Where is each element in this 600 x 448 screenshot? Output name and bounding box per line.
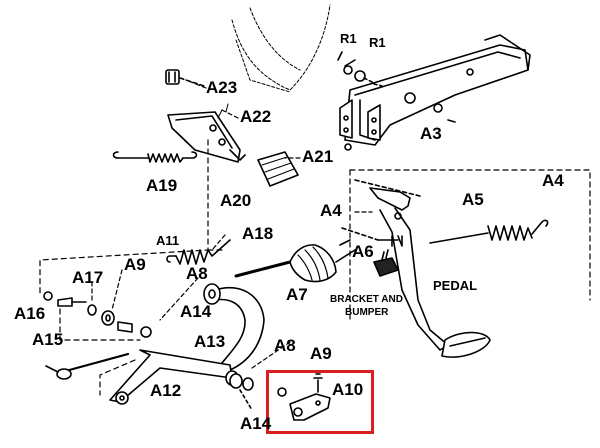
r1-pins <box>337 51 383 87</box>
dashed-guide-lines <box>39 139 591 396</box>
label-a13: A13 <box>194 332 226 351</box>
label-r1-right: R1 <box>369 35 386 50</box>
a15-rod-part <box>45 352 130 380</box>
a21-bumper-part <box>257 151 299 187</box>
pedal-support-bracket <box>339 34 531 151</box>
label-a22: A22 <box>240 107 272 126</box>
label-a4-right: A4 <box>542 171 564 190</box>
label-r1-left: R1 <box>340 31 357 46</box>
leader-lines <box>91 79 373 369</box>
lower-hardware-stack <box>229 373 287 411</box>
label-a17: A17 <box>72 268 104 287</box>
a23-clip-part <box>165 69 205 87</box>
label-bracket-line1: BRACKET AND <box>330 294 403 305</box>
label-a9-upper: A9 <box>124 255 146 274</box>
label-a14-upper: A14 <box>180 302 212 321</box>
bracket-and-bumper-part <box>373 249 399 277</box>
label-a8-lower: A8 <box>274 336 296 355</box>
label-a12: A12 <box>150 381 182 400</box>
a10-lever-part <box>289 373 331 421</box>
label-a18: A18 <box>242 224 274 243</box>
label-pedal: PEDAL <box>433 278 478 293</box>
a6-bolt-part <box>341 227 403 247</box>
label-a10: A10 <box>332 380 364 399</box>
label-a21: A21 <box>302 147 334 166</box>
label-a19: A19 <box>146 176 178 195</box>
a13-a12-bellcrank-lever <box>109 283 265 405</box>
label-a16: A16 <box>14 304 46 323</box>
label-a5: A5 <box>462 190 484 209</box>
label-a3: A3 <box>420 124 442 143</box>
a11-spring-part <box>166 239 231 265</box>
label-a9-lower: A9 <box>310 344 332 363</box>
a20-bracket-part <box>167 103 246 163</box>
left-hardware-stack <box>43 291 152 338</box>
label-a4-left: A4 <box>320 201 342 220</box>
label-a8-upper: A8 <box>186 264 208 283</box>
label-bracket-line2: BUMPER <box>345 307 389 318</box>
floor-pan-outline <box>231 4 331 93</box>
highlight-box-a10 <box>266 370 374 434</box>
label-a15: A15 <box>32 330 64 349</box>
label-a7: A7 <box>286 285 308 304</box>
a7-boot-and-a18-rod <box>234 239 356 283</box>
label-a6: A6 <box>352 242 374 261</box>
a19-spring-part <box>112 151 198 163</box>
label-a14-lower: A14 <box>240 414 272 433</box>
brake-pedal-arm <box>354 179 491 358</box>
label-a20: A20 <box>220 191 252 210</box>
label-a11: A11 <box>156 233 180 248</box>
label-a23: A23 <box>206 78 238 97</box>
a5-return-spring <box>429 219 549 244</box>
